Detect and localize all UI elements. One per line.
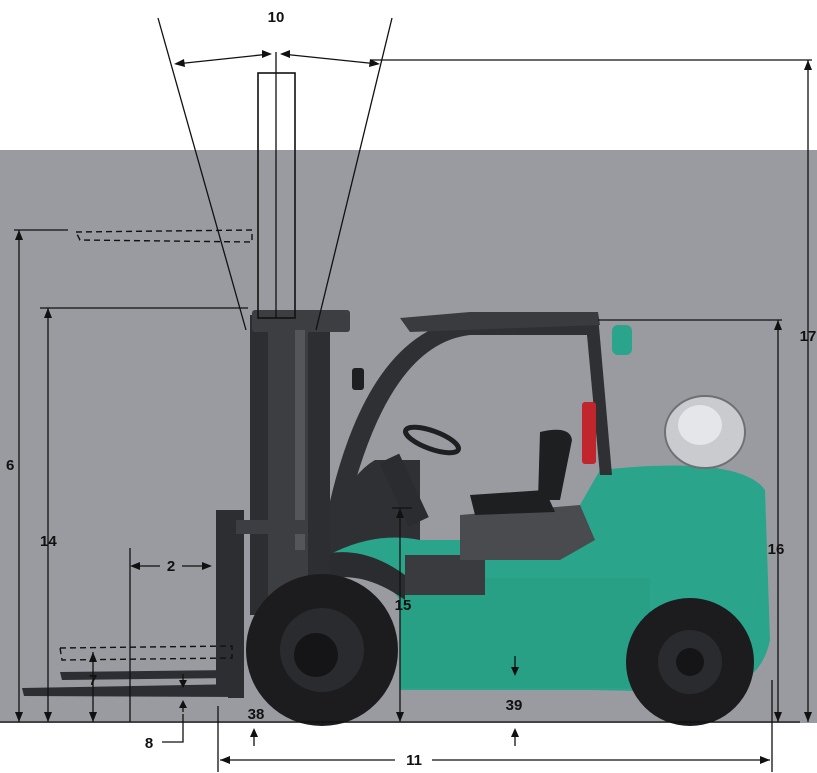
- seat: [470, 490, 555, 515]
- dim2-arrow-right: [202, 562, 212, 570]
- dim17-arrow-bottom: [804, 712, 812, 722]
- dim39-arrow-top: [511, 667, 519, 676]
- label-6: 6: [6, 457, 14, 474]
- dim16-arrow-top: [774, 320, 782, 330]
- floor-panel: [405, 555, 485, 595]
- dim14-arrow-bottom: [44, 712, 52, 722]
- label-2: 2: [167, 558, 175, 575]
- fire-extinguisher: [582, 402, 596, 464]
- fork-upper: [60, 670, 232, 680]
- label-14: 14: [40, 533, 57, 550]
- tilt-arrow-right-a: [280, 50, 290, 58]
- tilt-line-backward: [315, 17, 393, 331]
- lowered-fork-outline: [59, 645, 233, 661]
- rear-hub: [676, 648, 704, 676]
- front-hub: [294, 633, 338, 677]
- dim11-arrow-left: [220, 756, 230, 764]
- tilt-arc-right: [281, 53, 379, 65]
- dim16-arrow-bottom: [774, 712, 782, 722]
- dim7-arrow-top: [89, 652, 97, 662]
- seat-back: [538, 429, 572, 500]
- dimension-lines: [0, 17, 812, 772]
- label-39: 39: [506, 697, 523, 714]
- dim15-arrow-top: [396, 508, 404, 518]
- label-15: 15: [395, 597, 412, 614]
- lift-cylinder: [295, 330, 305, 550]
- mast-head: [252, 310, 350, 332]
- dim8-arrow-up: [179, 700, 187, 708]
- steering-wheel: [403, 424, 461, 456]
- tilt-arrow-left-a: [174, 59, 185, 67]
- dim7-arrow-bottom: [89, 712, 97, 722]
- guard-top: [400, 312, 600, 332]
- tilt-line-forward: [157, 17, 247, 331]
- dim8-leader: [162, 714, 184, 743]
- label-38: 38: [248, 706, 265, 723]
- dim15-arrow-bottom: [396, 712, 404, 722]
- fork-shank: [228, 598, 244, 698]
- tilt-arc-left: [175, 53, 271, 65]
- warning-light: [612, 325, 632, 355]
- dim39-arrow-bottom: [511, 728, 519, 737]
- label-7: 7: [89, 672, 97, 689]
- dimension-labels: 10 17 6 14 2 7 8 38 39 15 16 11: [6, 9, 816, 769]
- label-8: 8: [145, 735, 153, 752]
- label-16: 16: [768, 541, 785, 558]
- overhead-guard: [322, 315, 612, 545]
- hood: [460, 505, 595, 560]
- dim11-arrow-right: [760, 756, 770, 764]
- label-11: 11: [406, 752, 422, 769]
- lpg-tank-highlight: [678, 405, 722, 445]
- label-10: 10: [268, 9, 285, 26]
- dim8-arrow-down: [179, 680, 187, 688]
- carriage-bar: [236, 520, 306, 534]
- tilt-arrow-left-b: [262, 50, 272, 58]
- steering-column: [379, 453, 429, 527]
- dim14-arrow-top: [44, 308, 52, 318]
- dim6-arrow-bottom: [15, 712, 23, 722]
- label-17: 17: [800, 328, 817, 345]
- dim17-arrow-top: [804, 60, 812, 70]
- dim38-arrow: [250, 728, 258, 737]
- side-mirror: [352, 368, 364, 390]
- raised-fork-outline: [74, 229, 253, 243]
- dim6-arrow-top: [15, 230, 23, 240]
- lower-body: [400, 578, 650, 688]
- tilt-arrow-right-b: [369, 59, 380, 67]
- fork-lower: [22, 684, 242, 697]
- dim2-arrow-left: [130, 562, 140, 570]
